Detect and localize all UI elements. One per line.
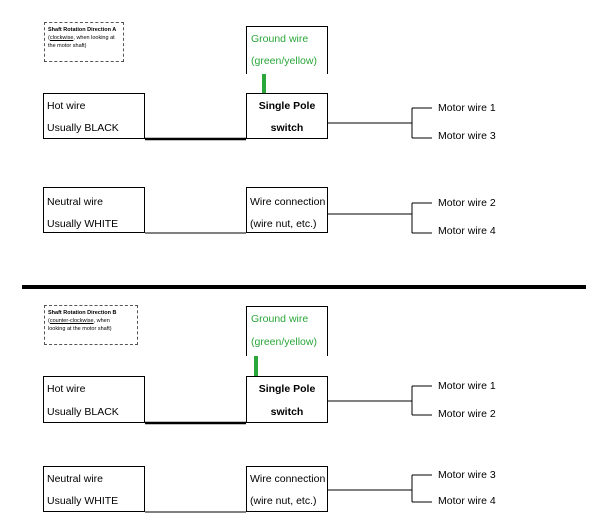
ground-wire-color: (green/yellow) [251, 55, 317, 67]
rotation-note-b: Shaft Rotation Direction B (counter-cloc… [44, 305, 138, 345]
ground-wire-box-a: Ground wire (green/yellow) [246, 26, 328, 74]
hot-wire-color: Usually BLACK [47, 406, 119, 418]
rotation-direction: counter-clockwise [49, 318, 94, 324]
neutral-wire-color: Usually WHITE [47, 495, 119, 507]
switch-label: Single Pole [258, 100, 316, 112]
wire-connection-label: Wire connection [250, 196, 326, 208]
wire-connection-box-b: Wire connection (wire nut, etc.) [246, 466, 328, 512]
wire-connection-box-a: Wire connection (wire nut, etc.) [246, 187, 328, 233]
motor-wire-label: Motor wire 2 [438, 197, 496, 209]
rotation-note-title: Shaft Rotation Direction A [48, 27, 117, 33]
motor-fork-a-top [411, 107, 432, 139]
ground-wire-label: Ground wire [251, 313, 309, 325]
rotation-direction: clockwise [49, 35, 74, 41]
wire-connection-sub-label: (wire nut, etc.) [250, 495, 317, 507]
ground-wire-box-b: Ground wire (green/yellow) [246, 306, 328, 356]
motor-wire-label: Motor wire 3 [438, 469, 496, 481]
switch-sub-label: switch [270, 406, 304, 418]
motor-wire-label: Motor wire 2 [438, 408, 496, 420]
rotation-note-a: Shaft Rotation Direction A (clockwise, w… [44, 22, 124, 62]
neutral-wire-label: Neutral wire [47, 473, 104, 485]
switch-sub-label: switch [270, 122, 304, 134]
motor-fork-b-top [411, 385, 432, 416]
motor-wire-label: Motor wire 3 [438, 130, 496, 142]
wire-connection-sub-label: (wire nut, etc.) [250, 218, 317, 230]
motor-wire-label: Motor wire 4 [438, 225, 496, 237]
neutral-wire-box-b: Neutral wire Usually WHITE [43, 466, 145, 512]
motor-fork-a-bottom [411, 202, 432, 234]
single-pole-switch-b: Single Pole switch [246, 376, 328, 423]
ground-wire-color: (green/yellow) [251, 336, 317, 348]
neutral-wire-color: Usually WHITE [47, 218, 119, 230]
motor-wire-label: Motor wire 1 [438, 102, 496, 114]
motor-fork-b-bottom [411, 474, 432, 503]
hot-wire-color: Usually BLACK [47, 122, 119, 134]
wire-connection-label: Wire connection [250, 473, 326, 485]
hot-wire-label: Hot wire [47, 383, 86, 395]
hot-wire-box-a: Hot wire Usually BLACK [43, 93, 145, 139]
single-pole-switch-a: Single Pole switch [246, 93, 328, 139]
switch-label: Single Pole [258, 383, 316, 395]
hot-wire-box-b: Hot wire Usually BLACK [43, 376, 145, 423]
hot-wire-label: Hot wire [47, 100, 86, 112]
neutral-wire-box-a: Neutral wire Usually WHITE [43, 187, 145, 233]
motor-wire-label: Motor wire 1 [438, 380, 496, 392]
ground-wire-label: Ground wire [251, 33, 309, 45]
motor-wire-label: Motor wire 4 [438, 495, 496, 507]
rotation-note-title: Shaft Rotation Direction B [48, 310, 117, 316]
neutral-wire-label: Neutral wire [47, 196, 104, 208]
